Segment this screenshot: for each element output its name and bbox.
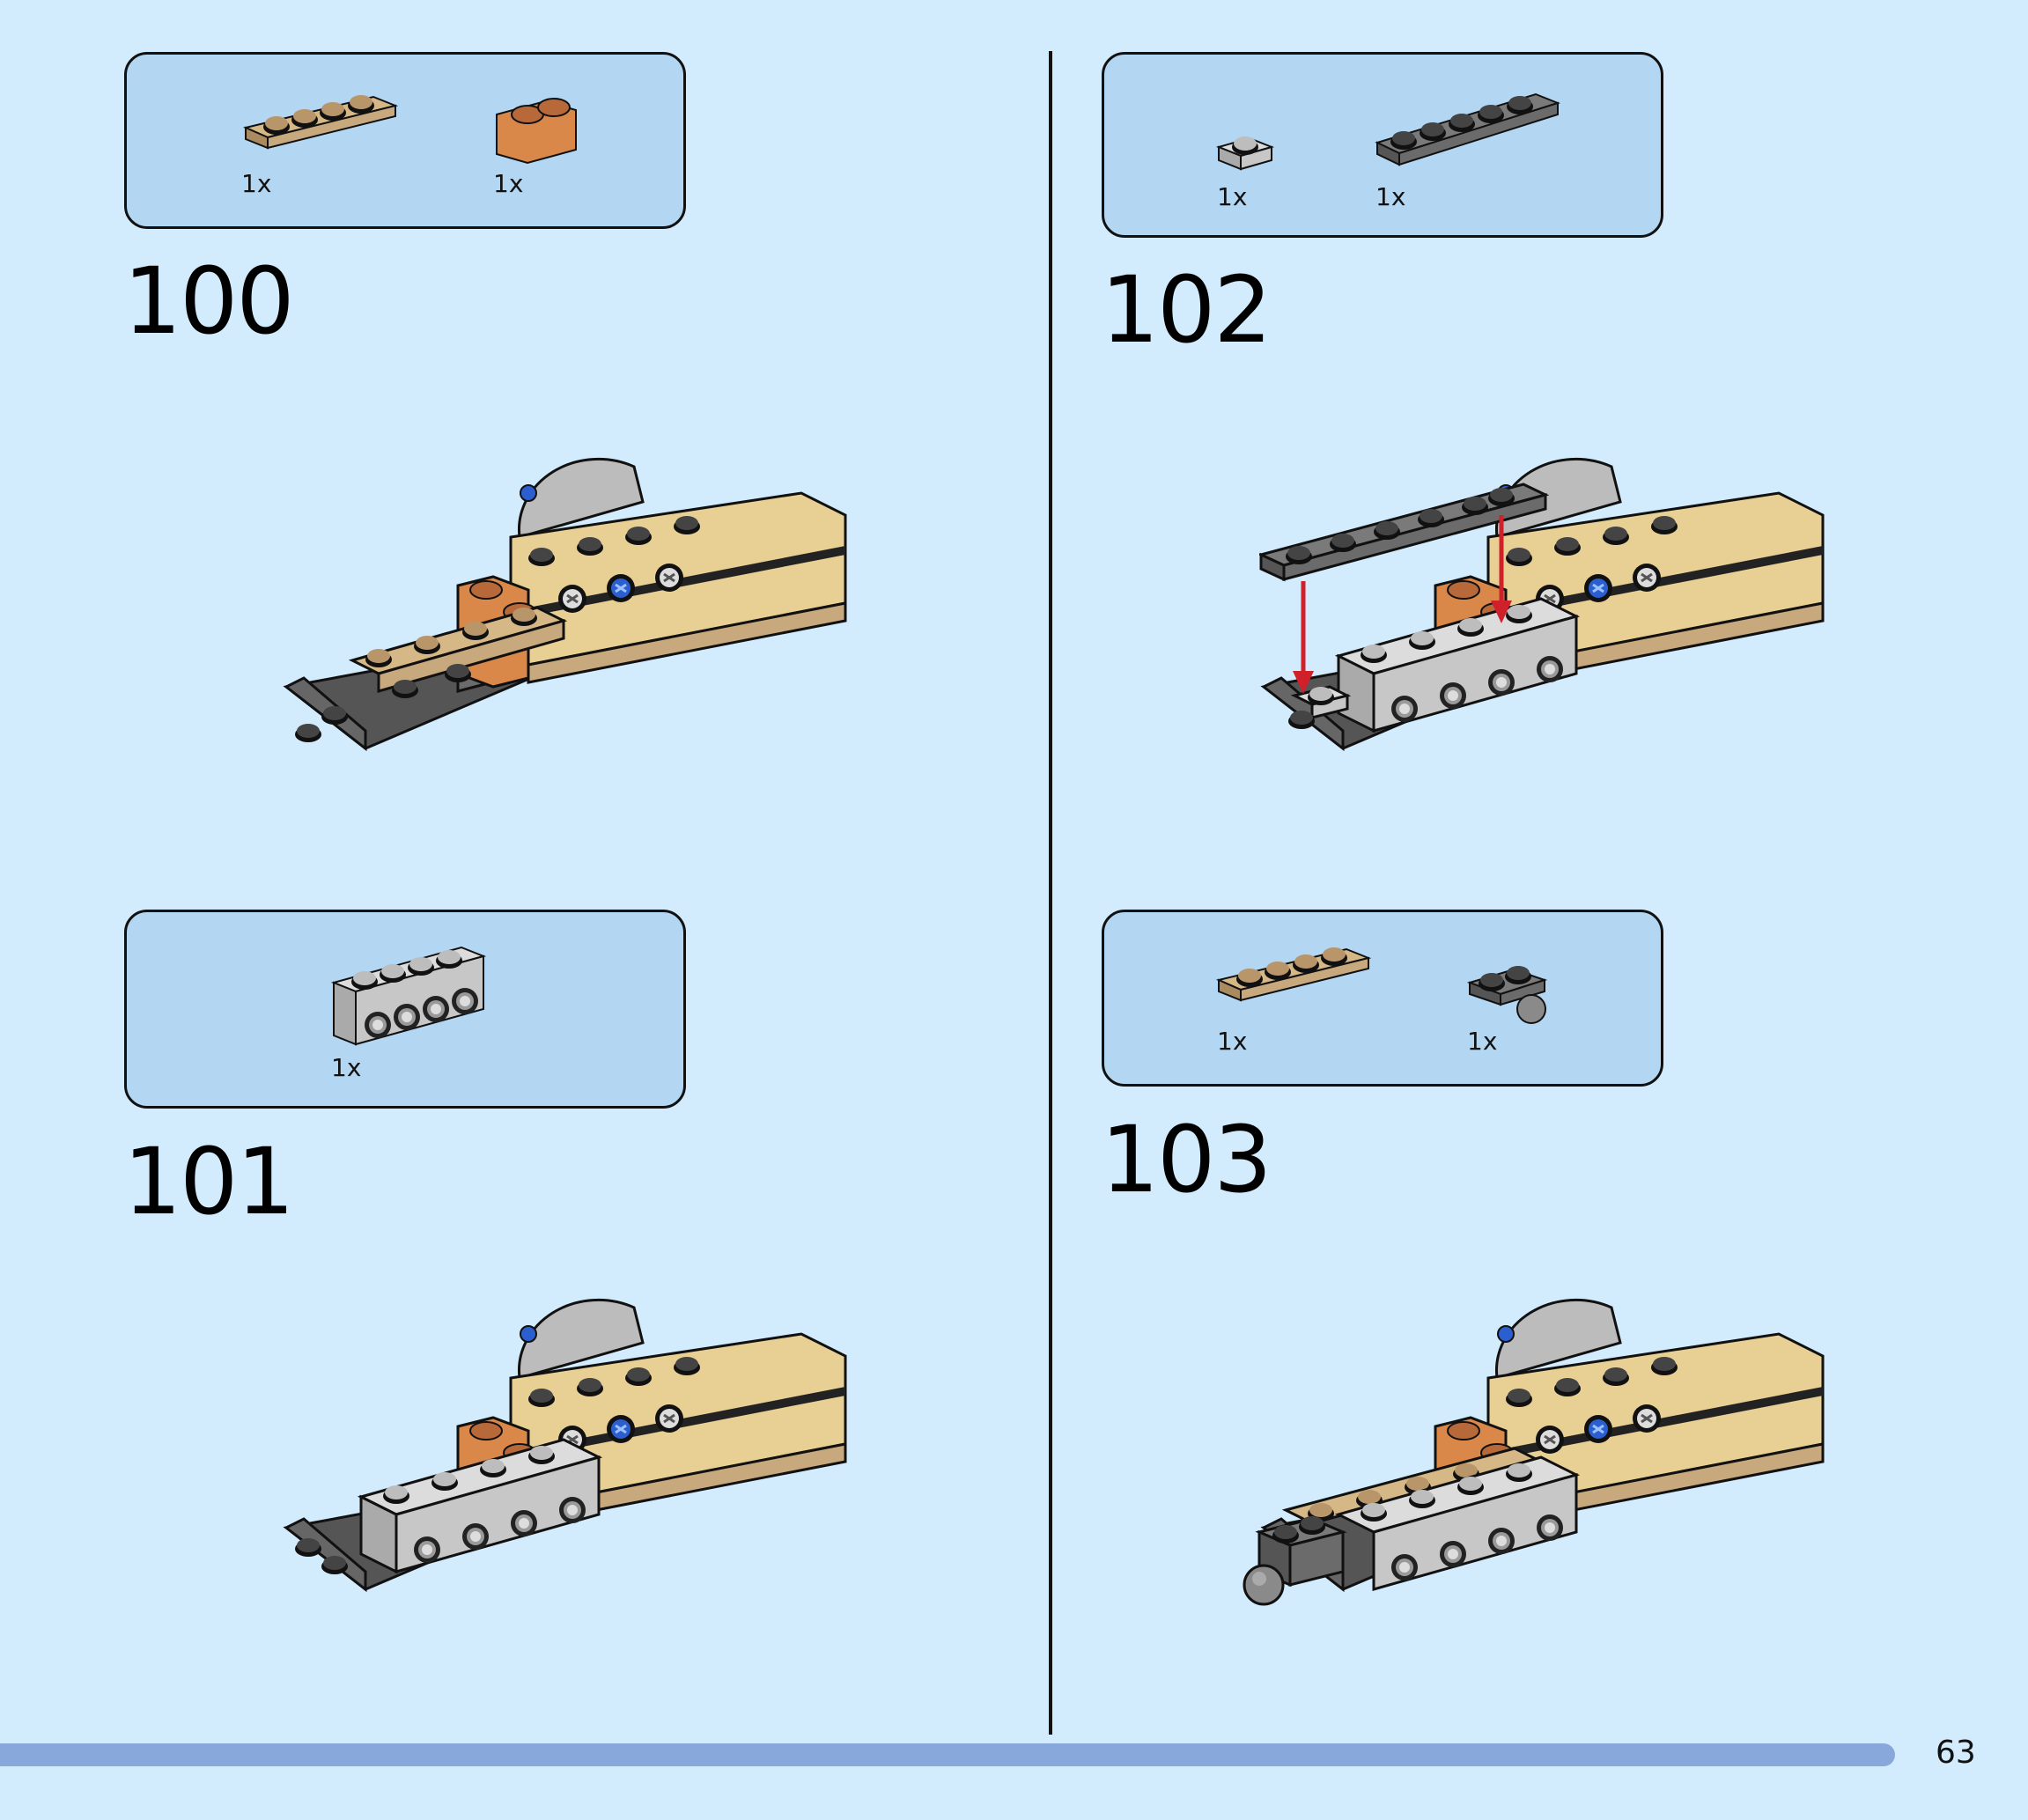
light-gray-plate-1x1-icon	[1214, 129, 1276, 182]
quantity-label: 1x	[331, 1053, 362, 1082]
parts-list-box: 1x 1x	[124, 52, 686, 229]
dark-gray-plate-1x6-icon	[1373, 81, 1567, 178]
quantity-label: 1x	[241, 169, 272, 198]
parts-list-box: 1x 1x	[1102, 52, 1663, 238]
orange-brick-round-icon	[492, 88, 580, 167]
light-gray-technic-brick-1x4-icon	[329, 939, 497, 1053]
model-assembly-illustration	[282, 1290, 863, 1681]
quantity-label: 1x	[1217, 1027, 1248, 1056]
quantity-label: 1x	[1375, 182, 1406, 211]
step-number: 101	[123, 1128, 295, 1235]
quantity-label: 1x	[1217, 182, 1248, 211]
dark-gray-plate-with-ball-icon	[1465, 961, 1562, 1031]
parts-list-box: 1x 1x	[1102, 910, 1663, 1087]
step-number: 102	[1101, 256, 1272, 364]
model-assembly-illustration	[1257, 449, 1840, 840]
step-number: 103	[1101, 1106, 1272, 1213]
step-number: 100	[123, 247, 295, 355]
parts-list-box: 1x	[124, 910, 686, 1109]
page-number: 63	[1936, 1735, 1976, 1771]
tan-plate-1x4-icon	[1214, 940, 1373, 1011]
column-divider	[1049, 51, 1052, 1735]
tan-plate-1x4-icon	[241, 88, 400, 158]
model-assembly-illustration	[1242, 1290, 1840, 1681]
quantity-label: 1x	[493, 169, 524, 198]
quantity-label: 1x	[1467, 1027, 1498, 1056]
progress-bar	[0, 1743, 1895, 1766]
model-assembly-illustration	[282, 449, 863, 840]
